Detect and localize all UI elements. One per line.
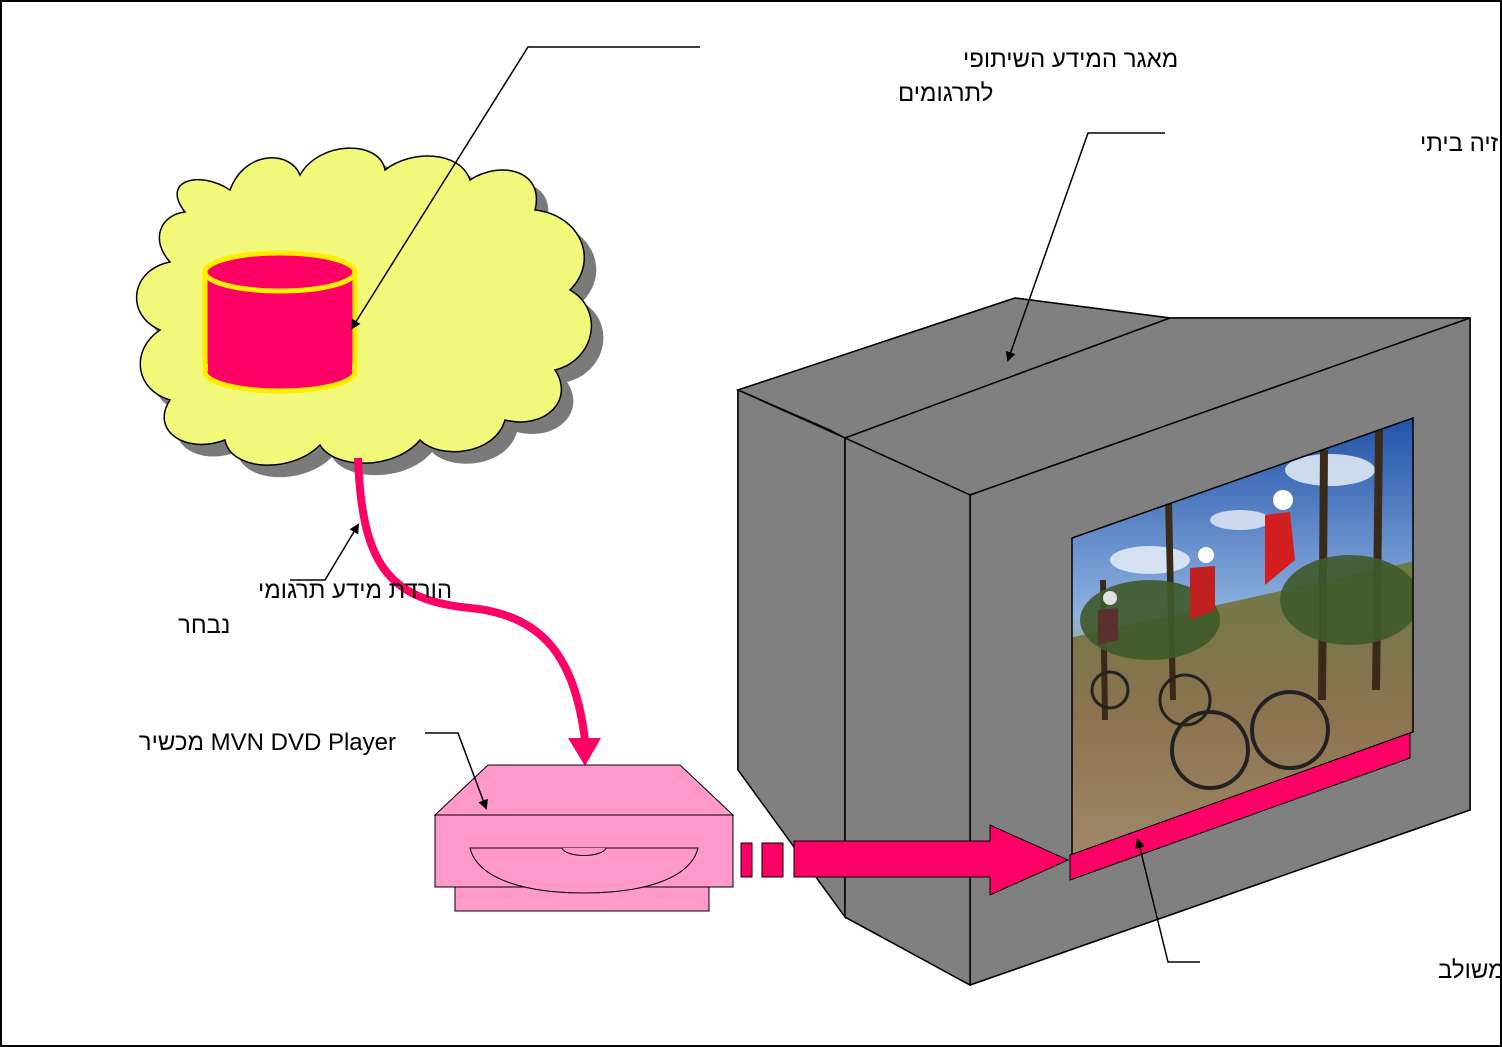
database-label-line2: לתרגומים [898, 80, 993, 107]
database-cylinder-icon [202, 250, 358, 394]
strip-label: פס תרגום משולב [1438, 957, 1502, 984]
download-arrow [354, 457, 601, 766]
download-leader-line [290, 523, 360, 581]
database-leader-line [350, 46, 700, 330]
download-label-line1: הורדת מידע תרגומי [258, 577, 452, 604]
strip-leader-line [1135, 838, 1200, 963]
dvd-leader-line [425, 732, 488, 810]
database-label-line1: מאגר המידע השיתופי [963, 46, 1178, 73]
download-label-line2: נבחר [178, 612, 230, 639]
subtitle-strip [1069, 732, 1411, 881]
dvd-player-icon [433, 764, 735, 912]
tv-label: מכשיר טלוויזיה ביתי [1420, 130, 1502, 157]
dvd-to-tv-arrow [740, 824, 1070, 896]
tv-leader-line [1005, 132, 1165, 362]
dvd-label: מכשיר MVN DVD Player [139, 729, 396, 756]
